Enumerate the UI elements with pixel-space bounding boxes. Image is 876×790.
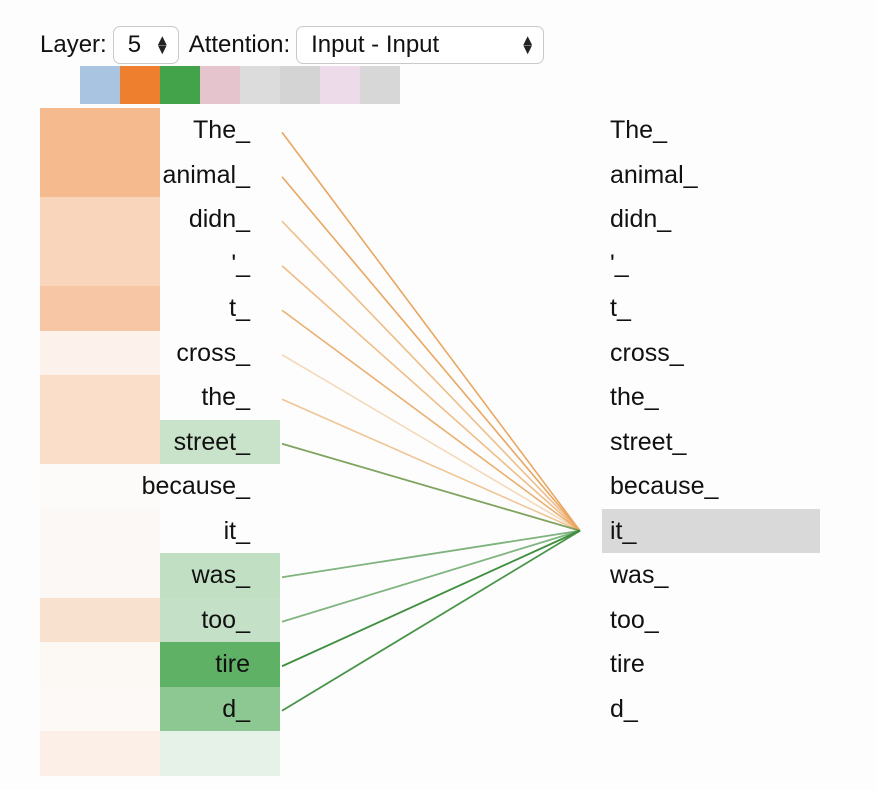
left-token[interactable]: d_ — [222, 694, 250, 723]
green-attention-line — [281, 529, 581, 623]
right-token[interactable]: street_ — [610, 427, 687, 456]
orange-attention-cell — [40, 553, 160, 598]
palette-swatch[interactable] — [240, 66, 280, 104]
right-token[interactable]: because_ — [610, 472, 719, 500]
orange-attention-cell — [40, 241, 160, 286]
right-token[interactable]: '_ — [610, 249, 629, 278]
orange-attention-cell — [40, 642, 160, 687]
orange-attention-line — [281, 398, 581, 532]
orange-attention-cell — [40, 108, 160, 153]
head-color-palette — [80, 66, 400, 104]
orange-attention-line — [281, 220, 581, 532]
left-token[interactable]: it_ — [223, 516, 250, 545]
left-token[interactable]: cross_ — [176, 338, 250, 367]
layer-select[interactable]: 5 ▲▼ — [112, 26, 179, 64]
green-attention-cell — [160, 597, 280, 642]
left-token[interactable]: because_ — [141, 472, 250, 500]
green-attention-cell — [160, 642, 280, 687]
right-token[interactable]: tire — [610, 650, 645, 678]
left-token[interactable]: '_ — [231, 249, 250, 278]
left-token[interactable]: didn_ — [188, 205, 250, 233]
orange-attention-cell — [40, 330, 160, 375]
green-attention-line — [281, 529, 581, 668]
orange-attention-line — [281, 131, 581, 532]
orange-attention-cell — [40, 686, 160, 731]
green-attention-line — [281, 442, 581, 532]
right-token[interactable]: too_ — [610, 605, 659, 634]
green-attention-cell — [160, 419, 280, 464]
green-attention-line — [281, 529, 581, 579]
orange-attention-cell — [40, 731, 160, 776]
right-token[interactable]: animal_ — [610, 160, 698, 189]
green-attention-cell — [160, 686, 280, 731]
left-token[interactable]: The_ — [193, 116, 250, 144]
orange-attention-cell — [40, 197, 160, 242]
right-token[interactable]: d_ — [610, 694, 638, 723]
right-token[interactable]: t_ — [610, 294, 631, 322]
palette-swatch[interactable] — [160, 66, 200, 104]
updown-arrows-icon: ▲▼ — [154, 32, 170, 58]
selected-right-token[interactable]: it_ — [610, 516, 637, 545]
right-token[interactable]: the_ — [610, 383, 659, 411]
palette-swatch[interactable] — [360, 66, 400, 104]
left-token[interactable]: street_ — [173, 427, 250, 456]
green-attention-line — [281, 529, 581, 712]
attention-value: Input - Input — [311, 31, 440, 58]
left-token[interactable]: the_ — [201, 383, 250, 411]
orange-attention-cell — [40, 152, 160, 197]
right-token[interactable]: didn_ — [610, 205, 672, 233]
left-token[interactable]: animal_ — [162, 160, 250, 189]
palette-swatch[interactable] — [120, 66, 160, 104]
left-token[interactable]: tire — [215, 650, 250, 678]
right-token[interactable]: was_ — [610, 561, 669, 589]
right-token[interactable]: The_ — [610, 116, 667, 144]
layer-value: 5 — [127, 31, 142, 58]
layer-label: Layer: — [40, 31, 107, 58]
palette-swatch[interactable] — [280, 66, 320, 104]
green-attention-cell — [160, 731, 280, 776]
selected-token-highlight — [602, 508, 820, 553]
left-token[interactable]: t_ — [229, 294, 250, 322]
green-attention-cell — [160, 553, 280, 598]
left-token[interactable]: was_ — [191, 561, 250, 589]
orange-attention-cell — [40, 597, 160, 642]
attention-label: Attention: — [188, 31, 291, 58]
controls-bar: Layer: 5 ▲▼ Attention: Input - Input ▲▼ — [40, 24, 554, 66]
orange-attention-cell — [40, 508, 160, 553]
orange-attention-cell — [40, 375, 160, 420]
orange-attention-line — [281, 265, 581, 532]
orange-attention-line — [281, 354, 581, 532]
attention-select[interactable]: Input - Input ▲▼ — [296, 26, 545, 64]
orange-attention-line — [281, 176, 581, 532]
left-token[interactable]: too_ — [201, 605, 250, 634]
orange-attention-cell — [40, 419, 160, 464]
palette-swatch[interactable] — [200, 66, 240, 104]
palette-swatch[interactable] — [80, 66, 120, 104]
right-token[interactable]: cross_ — [610, 338, 684, 367]
orange-attention-cell — [40, 286, 160, 331]
orange-attention-line — [281, 309, 581, 532]
updown-arrows-icon: ▲▼ — [520, 32, 536, 58]
palette-swatch[interactable] — [320, 66, 360, 104]
